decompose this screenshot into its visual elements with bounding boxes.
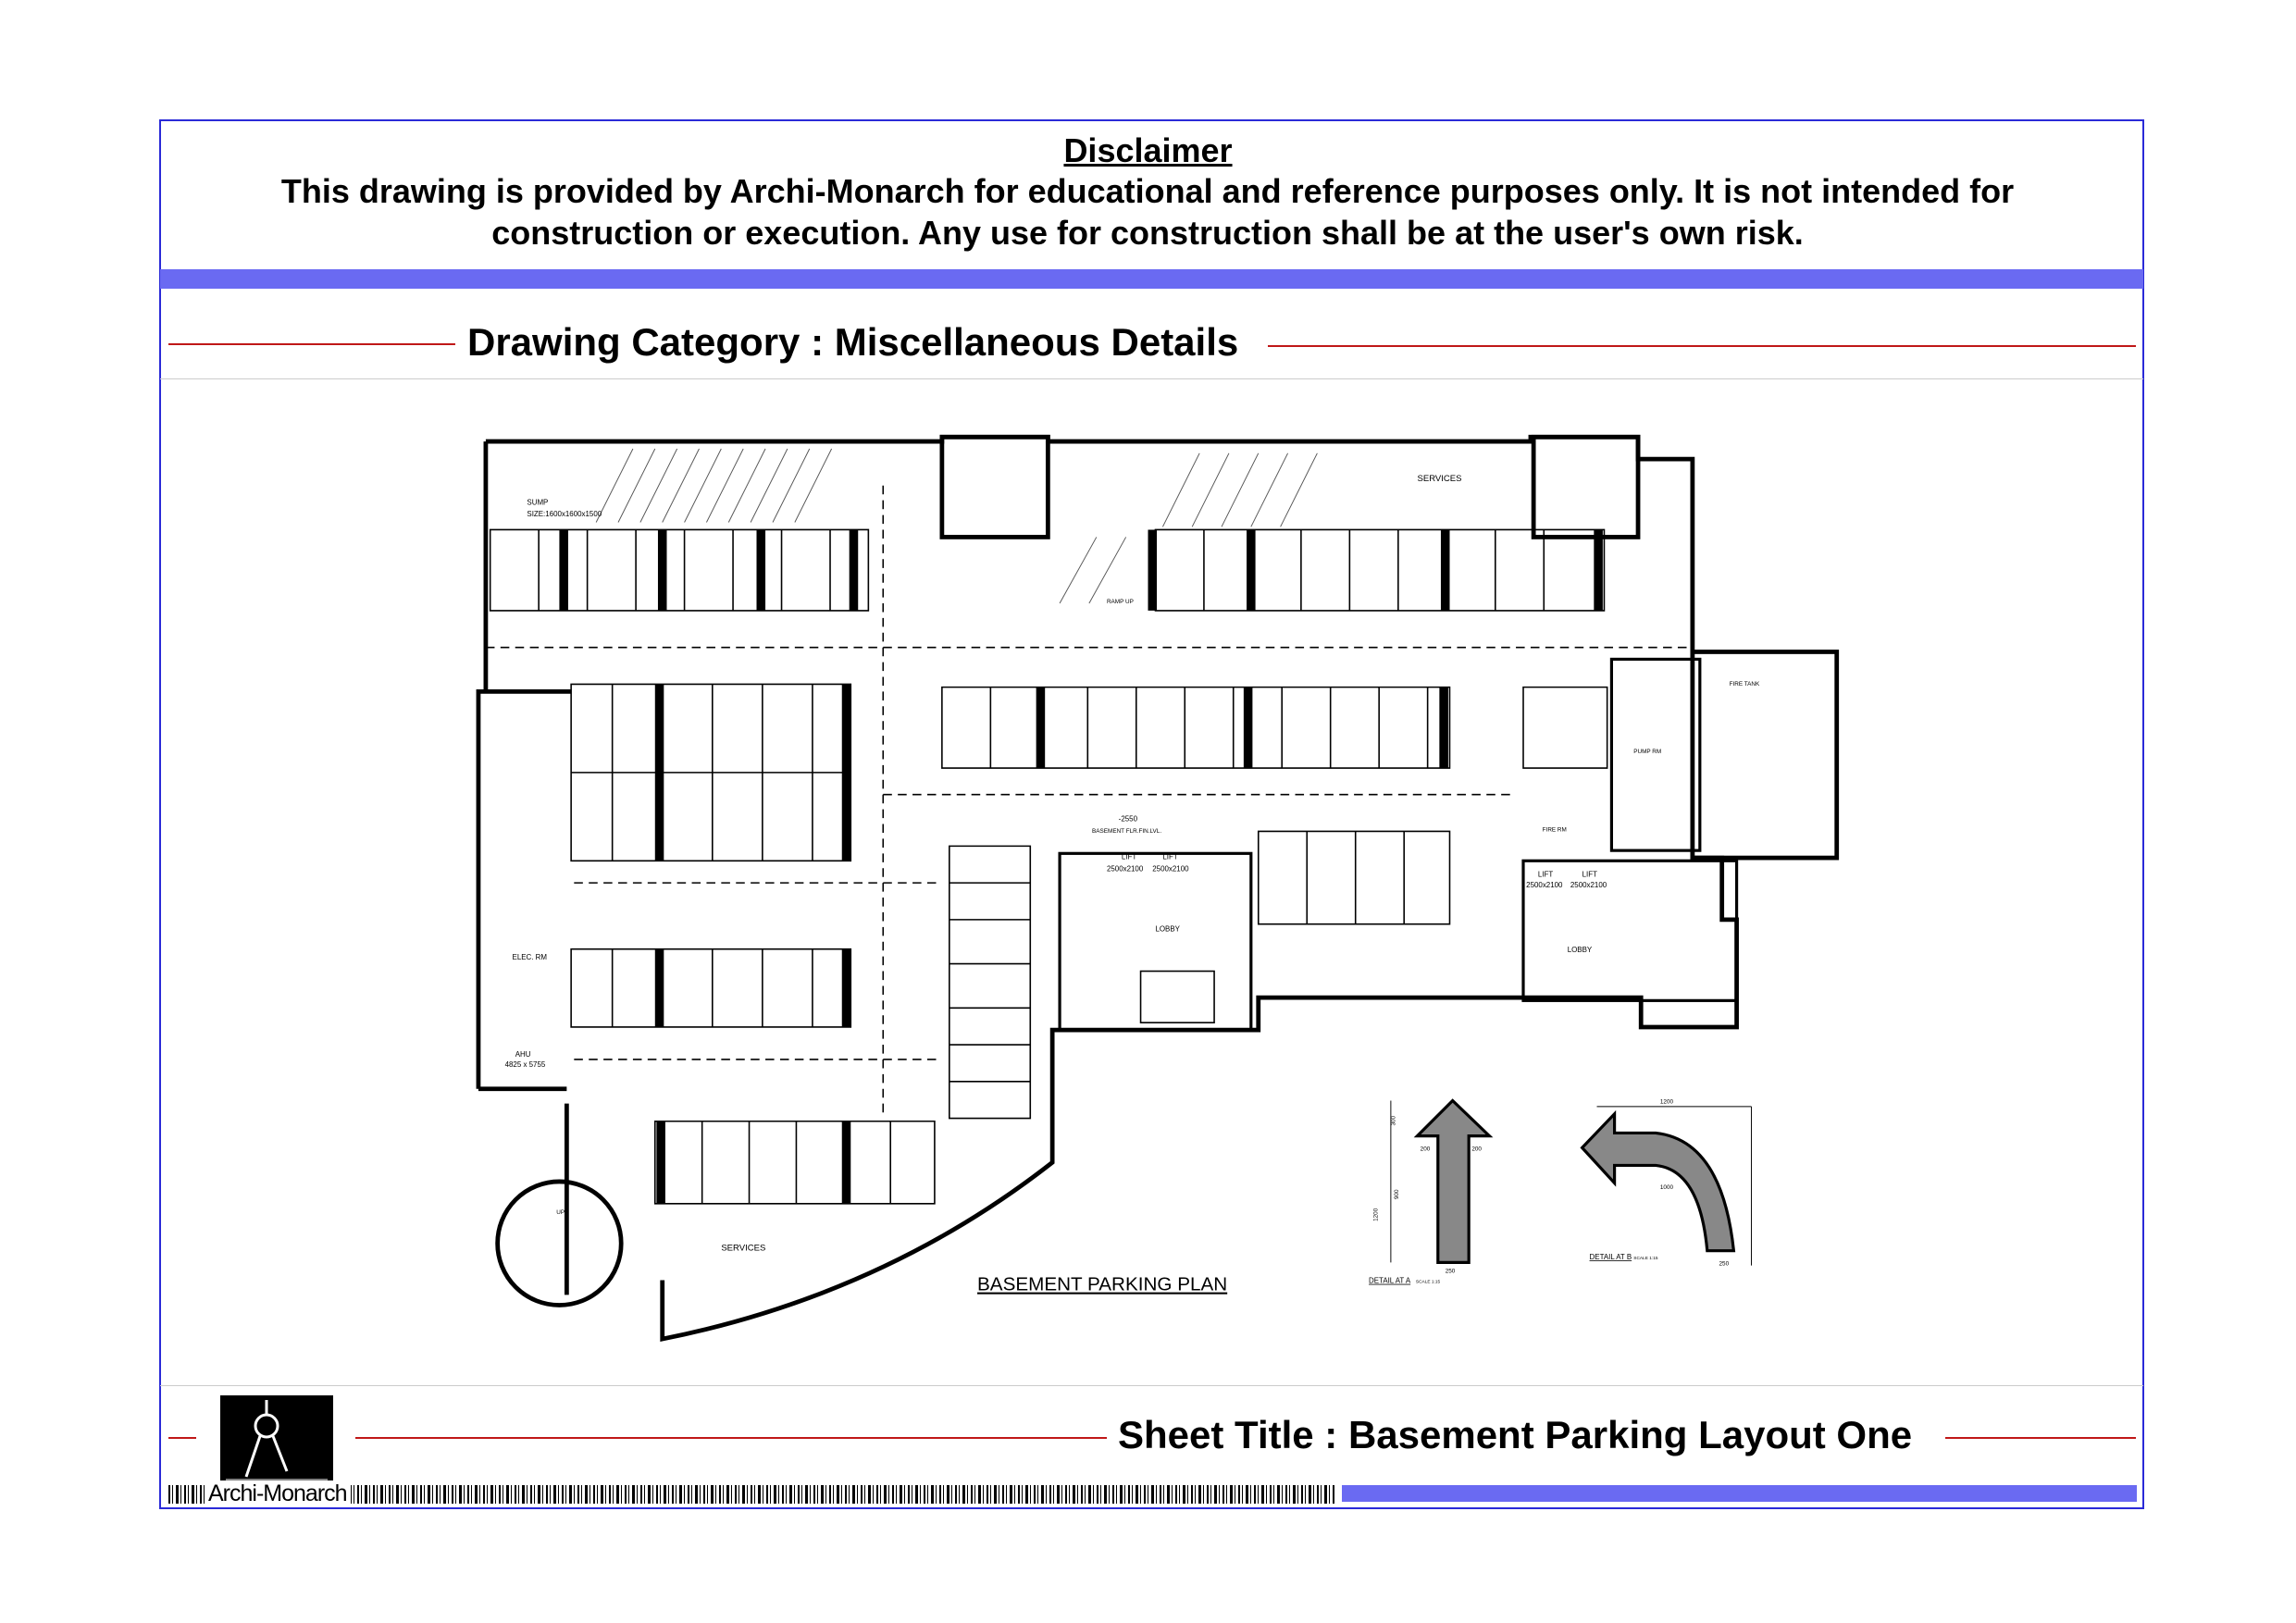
label-level-note: BASEMENT FLR.FIN.LVL. — [1092, 828, 1161, 835]
compass-icon — [226, 1400, 328, 1481]
label-fire-rm: FIRE RM — [1543, 826, 1567, 833]
dim: 200 — [1471, 1146, 1482, 1153]
label-level: -2550 — [1119, 814, 1138, 823]
label-lobby-right: LOBBY — [1568, 946, 1593, 954]
label-lift-size: 2500x2100 — [1570, 881, 1607, 889]
label-services-top: SERVICES — [1418, 474, 1462, 484]
lobby-left — [1058, 851, 1253, 1032]
label-lift-size: 2500x2100 — [1107, 864, 1144, 873]
pump-room — [1609, 657, 1702, 852]
disclaimer-title: Disclaimer — [1063, 131, 1233, 169]
archi-monarch-logo — [220, 1395, 333, 1482]
label-lift: LIFT — [1538, 871, 1553, 879]
spiral-stair — [495, 1179, 624, 1307]
detail-a-title: DETAIL AT A — [1369, 1277, 1411, 1285]
brand-name: Archi-Monarch — [205, 1481, 351, 1507]
columns — [559, 529, 1603, 1204]
category-rule-left — [168, 343, 455, 345]
dim: 1200 — [1373, 1208, 1380, 1221]
label-lift-size: 2500x2100 — [1152, 864, 1189, 873]
detail-b-title: DETAIL AT B — [1590, 1253, 1632, 1261]
disclaimer-text: This drawing is provided by Archi-Monarc… — [280, 172, 2015, 252]
footer-rule-mid — [355, 1437, 1107, 1439]
label-lift-size: 2500x2100 — [1526, 881, 1563, 889]
stair-core — [1139, 970, 1215, 1023]
label-ahu-size: 4825 x 5755 — [505, 1060, 546, 1069]
stall-rows — [489, 528, 1608, 1205]
ramp-hatching — [595, 448, 1318, 604]
label-fire-tank: FIRE TANK — [1730, 681, 1760, 688]
detail-a-arrow: 1200 300 900 200 200 250 DETAIL AT A SCA… — [1369, 1098, 1494, 1285]
footer-rule-left — [168, 1437, 196, 1439]
plan-title: BASEMENT PARKING PLAN — [977, 1274, 1227, 1295]
detail-a-scale: SCALE 1:15 — [1416, 1280, 1441, 1285]
dim: 250 — [1446, 1269, 1456, 1275]
label-ramp: RAMP UP — [1107, 599, 1134, 605]
footer-rule-right — [1945, 1437, 2136, 1439]
category-rule-right — [1268, 345, 2136, 347]
label-up: UP — [556, 1209, 565, 1216]
label-pump-rm: PUMP RM — [1633, 749, 1661, 755]
dim: 250 — [1719, 1261, 1730, 1268]
label-services-bottom: SERVICES — [721, 1244, 765, 1254]
drawing-category: Drawing Category : Miscellaneous Details — [467, 320, 1239, 364]
dim: 900 — [1394, 1189, 1400, 1199]
outer-walls — [476, 434, 1840, 1343]
header-band — [160, 269, 2143, 289]
footer-divider — [160, 1385, 2143, 1386]
dim: 200 — [1421, 1146, 1431, 1153]
label-sump-size: SIZE:1600x1600x1500 — [527, 510, 602, 518]
dim: 1200 — [1660, 1099, 1674, 1106]
dim: 1000 — [1660, 1184, 1674, 1191]
detail-b-arrow: 1200 1000 250 DETAIL AT B SCALE 1:15 — [1580, 1099, 1752, 1268]
label-lift: LIFT — [1582, 871, 1597, 879]
label-ahu: AHU — [515, 1050, 531, 1059]
label-lift: LIFT — [1122, 853, 1136, 861]
sheet-frame — [159, 119, 2144, 1509]
label-elec-rm: ELEC. RM — [513, 953, 548, 961]
detail-b-scale: SCALE 1:15 — [1633, 1256, 1658, 1261]
sheet-title: Sheet Title : Basement Parking Layout On… — [1118, 1413, 1913, 1456]
label-sump: SUMP — [527, 498, 548, 506]
header-divider — [160, 378, 2143, 379]
barcode-strip — [168, 1485, 1336, 1504]
dim: 300 — [1391, 1115, 1397, 1125]
label-lobby-left: LOBBY — [1155, 925, 1180, 934]
label-lift: LIFT — [1162, 853, 1177, 861]
lobby-right — [1521, 859, 1739, 1002]
footer-band — [1342, 1485, 2137, 1502]
